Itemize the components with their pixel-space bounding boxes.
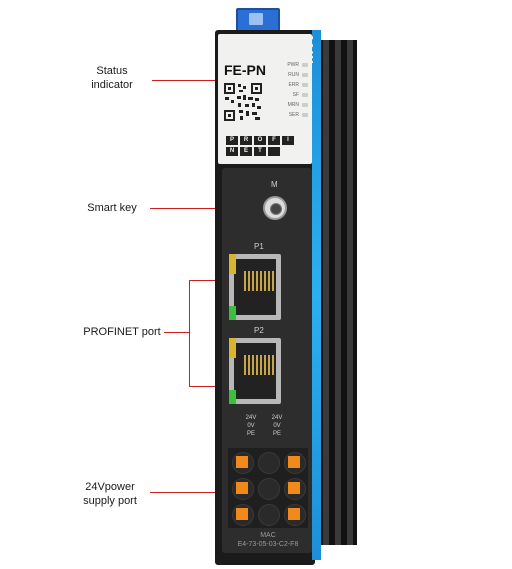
power-label-right: 24V 0V PE — [271, 415, 283, 437]
callout-profinet-port: PROFINET port — [83, 326, 161, 338]
power-terminal-block[interactable] — [228, 448, 308, 528]
profinet-logo: P R O F I N E T — [226, 136, 302, 160]
mac-address: MAC E4-73-05-03-C2-F8 — [228, 531, 308, 549]
led-run: RUN — [272, 70, 308, 80]
callout-smart-key: Smart key — [87, 202, 137, 214]
callout-line-smartkey — [150, 208, 260, 209]
led-ser: SER — [272, 110, 308, 120]
accent-stripe — [312, 30, 321, 560]
callout-bracket-bottom — [189, 386, 229, 387]
port-p1-label: P1 — [254, 242, 264, 251]
led-err: ERR — [272, 80, 308, 90]
power-label-left: 24V 0V PE — [245, 415, 257, 437]
callout-line-status — [152, 80, 260, 81]
led-mrn: MRN — [272, 100, 308, 110]
callout-bracket-top — [189, 280, 229, 281]
callout-status-indicator: Status indicator — [91, 65, 133, 91]
mac-label: MAC — [260, 532, 276, 539]
mac-value: E4-73-05-03-C2-F8 — [237, 541, 299, 548]
led-sf: SF — [272, 90, 308, 100]
qr-code — [223, 82, 263, 122]
model-title: FE-PN — [224, 62, 266, 78]
port-p2-label: P2 — [254, 326, 264, 335]
status-indicator-leds: PWR RUN ERR SF MRN SER — [272, 60, 308, 120]
profinet-port-p2[interactable] — [229, 338, 281, 404]
callout-bracket-vertical — [189, 280, 190, 387]
led-pwr: PWR — [272, 60, 308, 70]
profinet-port-p1[interactable] — [229, 254, 281, 320]
smart-key-button[interactable] — [263, 196, 287, 220]
callout-power-port: 24Vpower supply port — [83, 481, 137, 507]
callout-line-power — [150, 492, 230, 493]
smart-key-label: M — [271, 180, 278, 189]
heatsink-fins — [315, 40, 357, 545]
callout-line-profinet-stub — [164, 332, 190, 333]
